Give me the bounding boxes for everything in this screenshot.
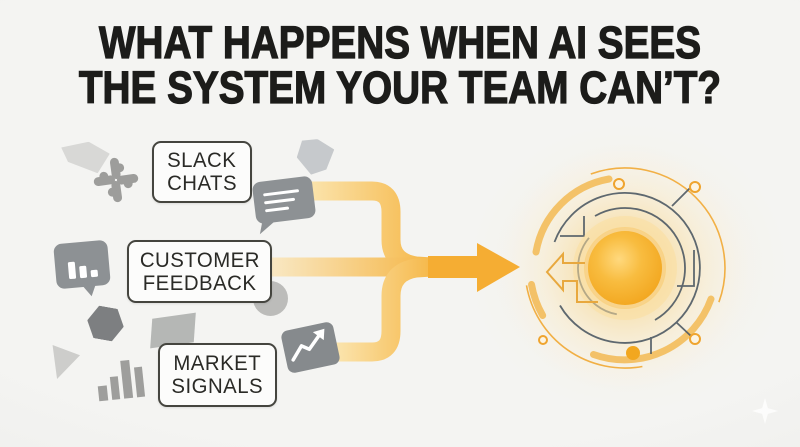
label-line: CUSTOMER [139, 248, 260, 272]
label-box-market-signals: MARKET SIGNALS [158, 343, 277, 407]
label-line: SLACK [167, 149, 237, 172]
label-box-customer-feedback: CUSTOMER FEEDBACK [127, 240, 272, 303]
page-title: WHAT HAPPENS WHEN AI SEES THE SYSTEM YOU… [56, 17, 744, 113]
label-line: FEEDBACK [142, 271, 257, 295]
trend-chart-icon [280, 320, 341, 375]
chat-bubble-bars-icon [53, 239, 111, 290]
label-line: SIGNALS [171, 375, 264, 398]
circuit-dot-icon [626, 346, 640, 360]
ai-core-illustration [463, 118, 793, 418]
chat-bubble-lines-icon [251, 175, 317, 225]
label-box-slack-chats: SLACK CHATS [152, 141, 252, 203]
input-streams [262, 181, 442, 362]
bar-chart-icon [95, 355, 146, 402]
left-arrow-trace-icon [545, 251, 598, 303]
slack-logo-icon [89, 153, 143, 207]
page-title-line2: THE SYSTEM YOUR TEAM CAN’T? [78, 62, 722, 113]
label-line: CHATS [167, 172, 237, 195]
circuit-node-icons [538, 178, 701, 345]
label-line: MARKET [173, 352, 262, 375]
page-title-line1: WHAT HAPPENS WHEN AI SEES [98, 17, 702, 68]
merge-arrow [428, 243, 520, 292]
